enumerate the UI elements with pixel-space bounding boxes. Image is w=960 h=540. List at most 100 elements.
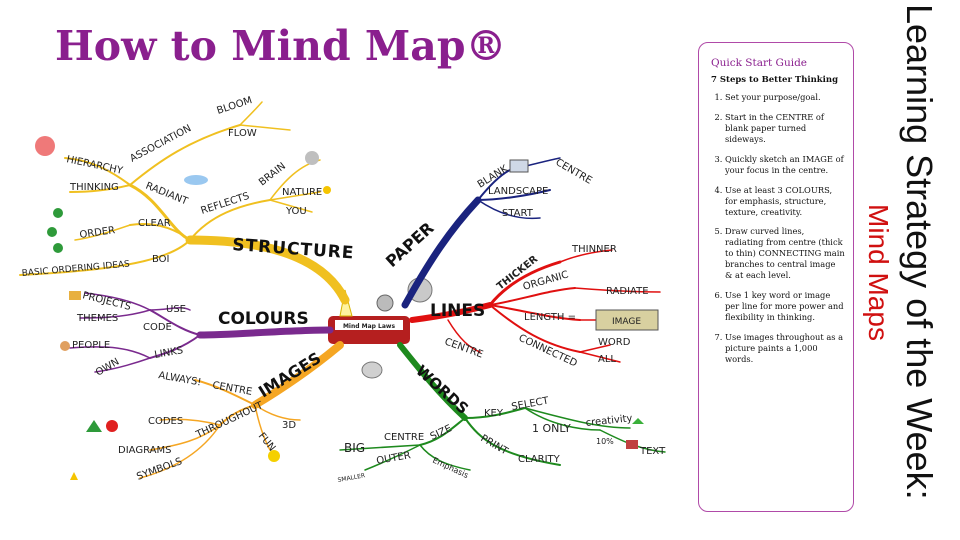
words-branch-label: WORDS xyxy=(412,362,472,418)
word-3d: 3D xyxy=(282,420,296,431)
word-print: PRINT xyxy=(479,433,511,458)
word-you: YOU xyxy=(285,206,307,217)
world-icon xyxy=(35,136,55,156)
smiley-icon xyxy=(268,450,280,462)
word-word: WORD xyxy=(598,337,631,348)
images-branch xyxy=(139,341,344,479)
lines-branch xyxy=(409,249,661,363)
guide-step: Set your purpose/goal. xyxy=(725,92,845,103)
word-emphasis: Emphasis xyxy=(431,456,470,480)
lines-labels: LINES THICKER THINNER ORGANIC RADIATE LE… xyxy=(430,244,659,370)
word-thinner: THINNER xyxy=(571,244,617,255)
globe-green-icon-2 xyxy=(47,227,57,237)
word-radiate: RADIATE xyxy=(606,286,649,297)
globe-icon xyxy=(184,175,208,185)
stop-icon xyxy=(106,420,118,432)
guide-steps: Set your purpose/goal. Start in the CENT… xyxy=(711,92,845,365)
brain-small-icon xyxy=(305,151,319,165)
word-own: OWN xyxy=(94,356,121,378)
word-connected: CONNECTED xyxy=(517,333,579,370)
word-clear: CLEAR xyxy=(138,218,171,229)
globe-green-icon-1 xyxy=(53,208,63,218)
word-10-percent: 10% xyxy=(596,437,614,446)
word-links: LINKS xyxy=(154,345,184,361)
word-start: START xyxy=(502,208,534,219)
word-symbols: SYMBOLS xyxy=(135,456,183,483)
word-key: KEY xyxy=(484,408,504,419)
word-association: ASSOCIATION xyxy=(128,123,193,165)
word-1-only: 1 ONLY xyxy=(532,422,571,435)
person-icon xyxy=(60,341,70,351)
guide-step: Draw curved lines, radiating from centre… xyxy=(725,226,845,281)
word-all: ALL xyxy=(598,354,616,365)
guide-step: Use images throughout as a picture paint… xyxy=(725,332,845,365)
word-codes: CODES xyxy=(148,416,183,427)
word-nature: NATURE xyxy=(282,187,322,198)
star-icon xyxy=(70,472,78,480)
computer-icon xyxy=(509,159,529,173)
word-use: USE xyxy=(166,304,186,315)
scissors-icon xyxy=(361,361,383,379)
word-flow: FLOW xyxy=(228,128,257,139)
central-image: Mind Map Laws xyxy=(328,277,433,379)
word-creativity: creativity xyxy=(585,413,633,429)
word-hierarchy: HIERARCHY xyxy=(65,154,124,177)
lines-branch-label: LINES xyxy=(430,301,485,321)
word-boi: BOI xyxy=(152,254,170,265)
compass-icon xyxy=(376,294,394,312)
word-radiant: RADIANT xyxy=(144,181,190,208)
quick-start-guide: Quick Start Guide 7 Steps to Better Thin… xyxy=(698,42,854,512)
sun-icon xyxy=(323,186,331,194)
word-big: BIG xyxy=(344,441,365,455)
folder-icon xyxy=(69,291,81,300)
guide-step: Start in the CENTRE of blank paper turne… xyxy=(725,112,845,145)
word-clarity: CLARITY xyxy=(518,454,561,465)
page-title: How to Mind Map® xyxy=(55,22,507,70)
word-landscape: LANDSCAPE xyxy=(488,186,548,197)
guide-step: Use at least 3 COLOURS, for emphasis, st… xyxy=(725,185,845,218)
structure-branch xyxy=(19,101,350,305)
images-labels: IMAGES ALWAYS! CENTRE THROUGHOUT CODES D… xyxy=(118,348,324,483)
colours-branch-label: COLOURS xyxy=(218,309,309,329)
word-outer: OUTER xyxy=(376,450,412,467)
side-title: Learning Strategy of the Week: xyxy=(899,4,940,500)
word-size: SIZE xyxy=(429,423,454,442)
word-themes: THEMES xyxy=(76,313,118,324)
word-length: LENGTH = xyxy=(524,312,576,323)
word-centre-words: CENTRE xyxy=(384,432,424,443)
center-label: Mind Map Laws xyxy=(343,323,396,330)
triangle-icon xyxy=(86,420,102,432)
colours-branch xyxy=(69,292,334,373)
structure-branch-label: STRUCTURE xyxy=(232,235,355,263)
word-smaller: SMALLER xyxy=(337,472,366,484)
guide-title: Quick Start Guide xyxy=(711,57,808,69)
word-select: SELECT xyxy=(511,395,551,413)
word-order: ORDER xyxy=(79,225,116,241)
words-labels: WORDS KEY SELECT 1 ONLY creativity 10% T… xyxy=(337,362,666,484)
word-thinking: THINKING xyxy=(69,182,119,193)
guide-step: Quickly sketch an IMAGE of your focus in… xyxy=(725,154,845,176)
globe-green-icon-3 xyxy=(53,243,63,253)
word-centre-img: CENTRE xyxy=(211,380,252,398)
central-label-plate xyxy=(335,320,403,330)
structure-labels: STRUCTURE BLOOM ASSOCIATION FLOW HIERARC… xyxy=(21,95,355,279)
guide-step: Use 1 key word or image per line for mor… xyxy=(725,290,845,323)
word-throughout: THROUGHOUT xyxy=(194,400,266,441)
paper-branch xyxy=(401,157,561,309)
word-code: CODE xyxy=(143,322,172,333)
word-projects: PROJECTS xyxy=(81,290,132,313)
arrow-up-icon xyxy=(632,418,644,424)
word-centre-paper: CENTRE xyxy=(554,157,594,187)
decorative-icons xyxy=(35,136,644,480)
word-image: IMAGE xyxy=(612,317,641,327)
word-people: PEOPLE xyxy=(72,340,110,351)
images-branch-label: IMAGES xyxy=(255,348,324,401)
word-always: ALWAYS! xyxy=(157,370,202,388)
image-scroll xyxy=(595,309,659,331)
side-subtitle: Mind Maps xyxy=(863,204,894,341)
word-bloom: BLOOM xyxy=(216,95,254,117)
paper-labels: PAPER BLANK CENTRE LANDSCAPE START xyxy=(382,157,594,271)
word-basic-ordering-ideas: BASIC ORDERING IDEAS xyxy=(21,260,130,279)
word-diagrams: DIAGRAMS xyxy=(118,445,171,456)
